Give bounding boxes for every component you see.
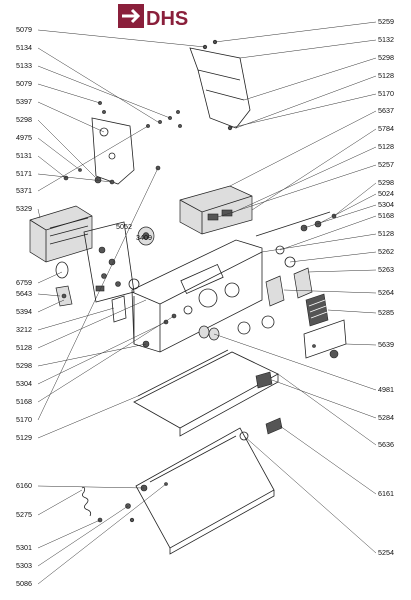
callout-label: 5264 [378,288,394,297]
callout-label: 5171 [16,169,32,178]
callout-label: 5128 [378,71,394,80]
middle-tray [133,349,279,437]
callout-label: 6160 [16,481,32,490]
callout-label: 5079 [16,79,32,88]
callout-label: 3212 [16,325,32,334]
callout-label: 5170 [16,415,32,424]
pcb-housing [29,205,93,263]
callout-label: 5371 [16,186,32,195]
callout-label: 3409 [136,233,152,242]
rotary-knob [137,226,155,246]
top-bracket [189,39,251,131]
callout-label: 5259 [378,17,394,26]
switch-group [255,211,337,307]
callout-label: 5133 [16,61,32,70]
callout-label: 5298 [378,53,394,62]
logo-text: DHS [146,8,188,30]
callout-label: 4981 [378,385,394,394]
callout-label: 5024 [378,189,394,198]
callout-label: 5298 [378,178,394,187]
callout-label: 5168 [378,211,394,220]
callout-label: 5086 [16,579,32,588]
callout-label: 5257 [378,160,394,169]
callout-label: 4975 [16,133,32,142]
callout-label: 5303 [16,561,32,570]
control-module [179,185,253,235]
callout-label: 5298 [16,115,32,124]
callout-label: 5275 [16,510,32,519]
callout-label: 5128 [378,142,394,151]
callout-label: 5285 [378,308,394,317]
callout-label: 5128 [16,343,32,352]
front-panel [131,239,263,353]
callout-label: 5129 [16,433,32,442]
left-bracket [63,101,135,185]
callout-label: 5397 [16,97,32,106]
callout-label: 5134 [16,43,32,52]
callout-label: 5304 [378,200,394,209]
callout-label: 5301 [16,543,32,552]
callout-label: 5643 [16,289,32,298]
vent-grille [305,293,329,327]
callout-label: 5079 [16,25,32,34]
callout-label: 5329 [16,204,32,213]
leader-lines-right [213,21,377,554]
callout-label: 5131 [16,151,32,160]
callouts-right: 5259 5132 5298 5128 5170 5637 5784 5128 … [378,17,394,557]
callout-label: 5637 [378,106,394,115]
lower-door [135,417,283,555]
callout-label: 5128 [378,229,394,238]
callouts-inline: 5052 3409 [116,222,152,242]
callout-label: 5284 [378,413,394,422]
callout-label: 5262 [378,247,394,256]
callout-label: 5394 [16,307,32,316]
callout-label: 5254 [378,548,394,557]
leader-lines-left [37,29,206,585]
callout-label: 5304 [16,379,32,388]
callout-label: 5263 [378,265,394,274]
callout-label: 5132 [378,35,394,44]
callouts-left: 5079 5134 5133 5079 5397 5298 4975 5131 … [16,25,32,588]
callout-label: 6759 [16,278,32,287]
callout-label: 5639 [378,340,394,349]
callout-label: 5636 [378,440,394,449]
circuit-board [83,221,135,303]
callout-label: 5784 [378,124,394,133]
callout-label: 5298 [16,361,32,370]
left-small-parts [55,261,140,323]
indicator-lenses [198,315,275,341]
callout-label: 5168 [16,397,32,406]
callout-label: 6161 [378,489,394,498]
callout-label: 5170 [378,89,394,98]
dhs-logo: DHS [118,4,188,30]
callout-label: 5052 [116,222,132,231]
screw-cluster [146,110,182,171]
